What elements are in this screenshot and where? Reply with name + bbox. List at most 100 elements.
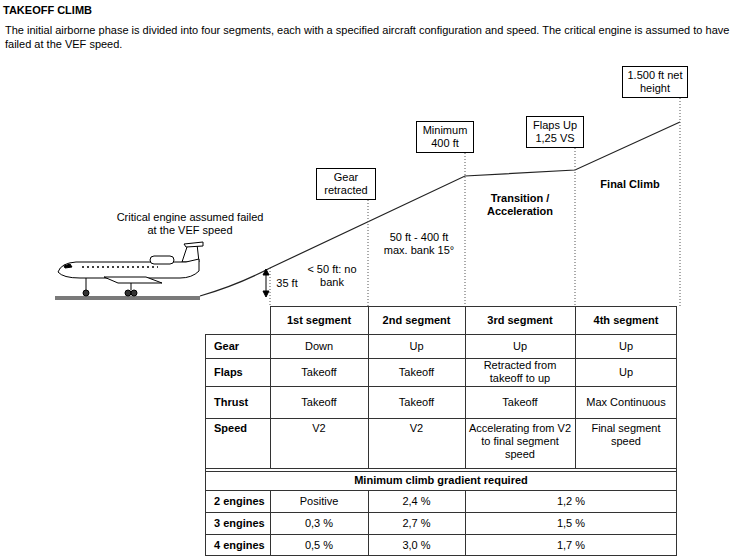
table-rule (205, 334, 206, 556)
label-text: 4th segment (594, 314, 659, 327)
table-rule (205, 490, 677, 491)
callout-text: 1.500 ft net height (627, 69, 683, 95)
table-grid (205, 306, 677, 556)
table-cell: Max Continuous (575, 386, 677, 418)
table-cell: 1,7 % (465, 534, 677, 556)
wing (104, 277, 162, 283)
label-text: 35 ft (276, 277, 297, 290)
label-text: Up (513, 340, 527, 353)
table-cell: 1,2 % (465, 490, 677, 512)
table-cell: Takeoff (368, 386, 465, 418)
table-cell: 2,4 % (368, 490, 465, 512)
label-text: Down (305, 340, 333, 353)
flight-path (200, 122, 680, 296)
label-text: 1,5 % (557, 517, 585, 530)
diagram-label: Critical engine assumed failed at the VE… (110, 210, 270, 238)
label-text: Max Continuous (586, 396, 666, 409)
callout-box: Gear retracted (316, 168, 376, 200)
table-cell: Positive (270, 490, 368, 512)
table-cell: Retracted from takeoff to up (465, 358, 575, 386)
table-cell: 4th segment (575, 306, 677, 334)
table-rule (676, 306, 677, 556)
label-text: V2 (410, 422, 423, 435)
table-cell: 1st segment (270, 306, 368, 334)
label-text: 3,0 % (402, 539, 430, 552)
label-text: Minimum climb gradient required (354, 474, 528, 487)
table-cell: Gear (205, 334, 270, 358)
label-text: Up (619, 340, 633, 353)
label-text: Up (409, 340, 423, 353)
table-rule (270, 306, 677, 307)
label-text: 1,2 % (557, 495, 585, 508)
table-cell: Up (575, 358, 677, 386)
heading-text: TAKEOFF CLIMB (3, 4, 92, 16)
label-text: V2 (312, 422, 325, 435)
table-cell: Down (270, 334, 368, 358)
intro-text: The initial airborne phase is divided in… (3, 22, 735, 52)
label-text: Gear (214, 340, 239, 353)
label-text: Takeoff (399, 396, 434, 409)
table-cell: 2nd segment (368, 306, 465, 334)
label-text: 0,5 % (305, 539, 333, 552)
callout-text: Gear retracted (321, 171, 371, 197)
table-rule (205, 358, 677, 359)
label-text: Thrust (214, 396, 248, 409)
label-text: < 50 ft: no bank (305, 263, 359, 289)
label-text: Retracted from takeoff to up (467, 359, 573, 385)
table-cell: Up (368, 334, 465, 358)
table-cell: Flaps (205, 358, 270, 386)
label-text: Takeoff (399, 366, 434, 379)
wheel (125, 290, 131, 296)
label-text: Final segment speed (577, 422, 675, 448)
label-text: Transition / Acceleration (470, 192, 570, 218)
label-text: Speed (214, 422, 247, 435)
table-rule (205, 512, 677, 513)
table-rule (205, 468, 677, 469)
wheel (131, 290, 137, 296)
table-cell: Takeoff (368, 358, 465, 386)
label-text: 1st segment (287, 314, 351, 327)
table-cell: Speed (205, 418, 270, 468)
table-rule (575, 306, 576, 468)
table-rule (205, 418, 677, 419)
table-cell: Up (465, 334, 575, 358)
diagram-label: Transition / Acceleration (468, 191, 572, 219)
table-cell: 2 engines (205, 490, 270, 512)
segment-marker (465, 153, 466, 306)
callout-text: Minimum 400 ft (421, 124, 469, 150)
table-cell: Takeoff (270, 358, 368, 386)
label-text: 0,3 % (305, 517, 333, 530)
label-text: 2 engines (214, 495, 265, 508)
label-text: 3 engines (214, 517, 265, 530)
segment-marker (270, 268, 271, 306)
heading: TAKEOFF CLIMB (3, 4, 92, 17)
cockpit-window (64, 264, 72, 268)
table-rule (465, 306, 466, 556)
arrow-head (263, 269, 269, 275)
label-text: Takeoff (502, 396, 537, 409)
dimension-line (266, 273, 267, 293)
label-text: Takeoff (301, 396, 336, 409)
runway-strip (55, 296, 200, 300)
label-text: 4 engines (214, 539, 265, 552)
cabin-windows (82, 266, 158, 268)
table-rule (205, 555, 677, 556)
table-cell: 4 engines (205, 534, 270, 556)
table-cell: Up (575, 334, 677, 358)
fuselage (58, 259, 199, 278)
arrow-head (263, 291, 269, 297)
engine (150, 256, 174, 264)
table-rule (205, 534, 677, 535)
table-rule (270, 306, 271, 556)
table-cell: 2,7 % (368, 512, 465, 534)
table-cell: 3,0 % (368, 534, 465, 556)
label-text: Up (619, 366, 633, 379)
diagram-label: Final Climb (585, 176, 675, 192)
label-text: Accelerating from V2 to final segment sp… (467, 422, 573, 461)
table-rule (205, 386, 677, 387)
label-text: 2nd segment (383, 314, 451, 327)
label-text: Critical engine assumed failed at the VE… (112, 211, 268, 237)
table-rule (205, 471, 677, 472)
label-text: 2,7 % (402, 517, 430, 530)
